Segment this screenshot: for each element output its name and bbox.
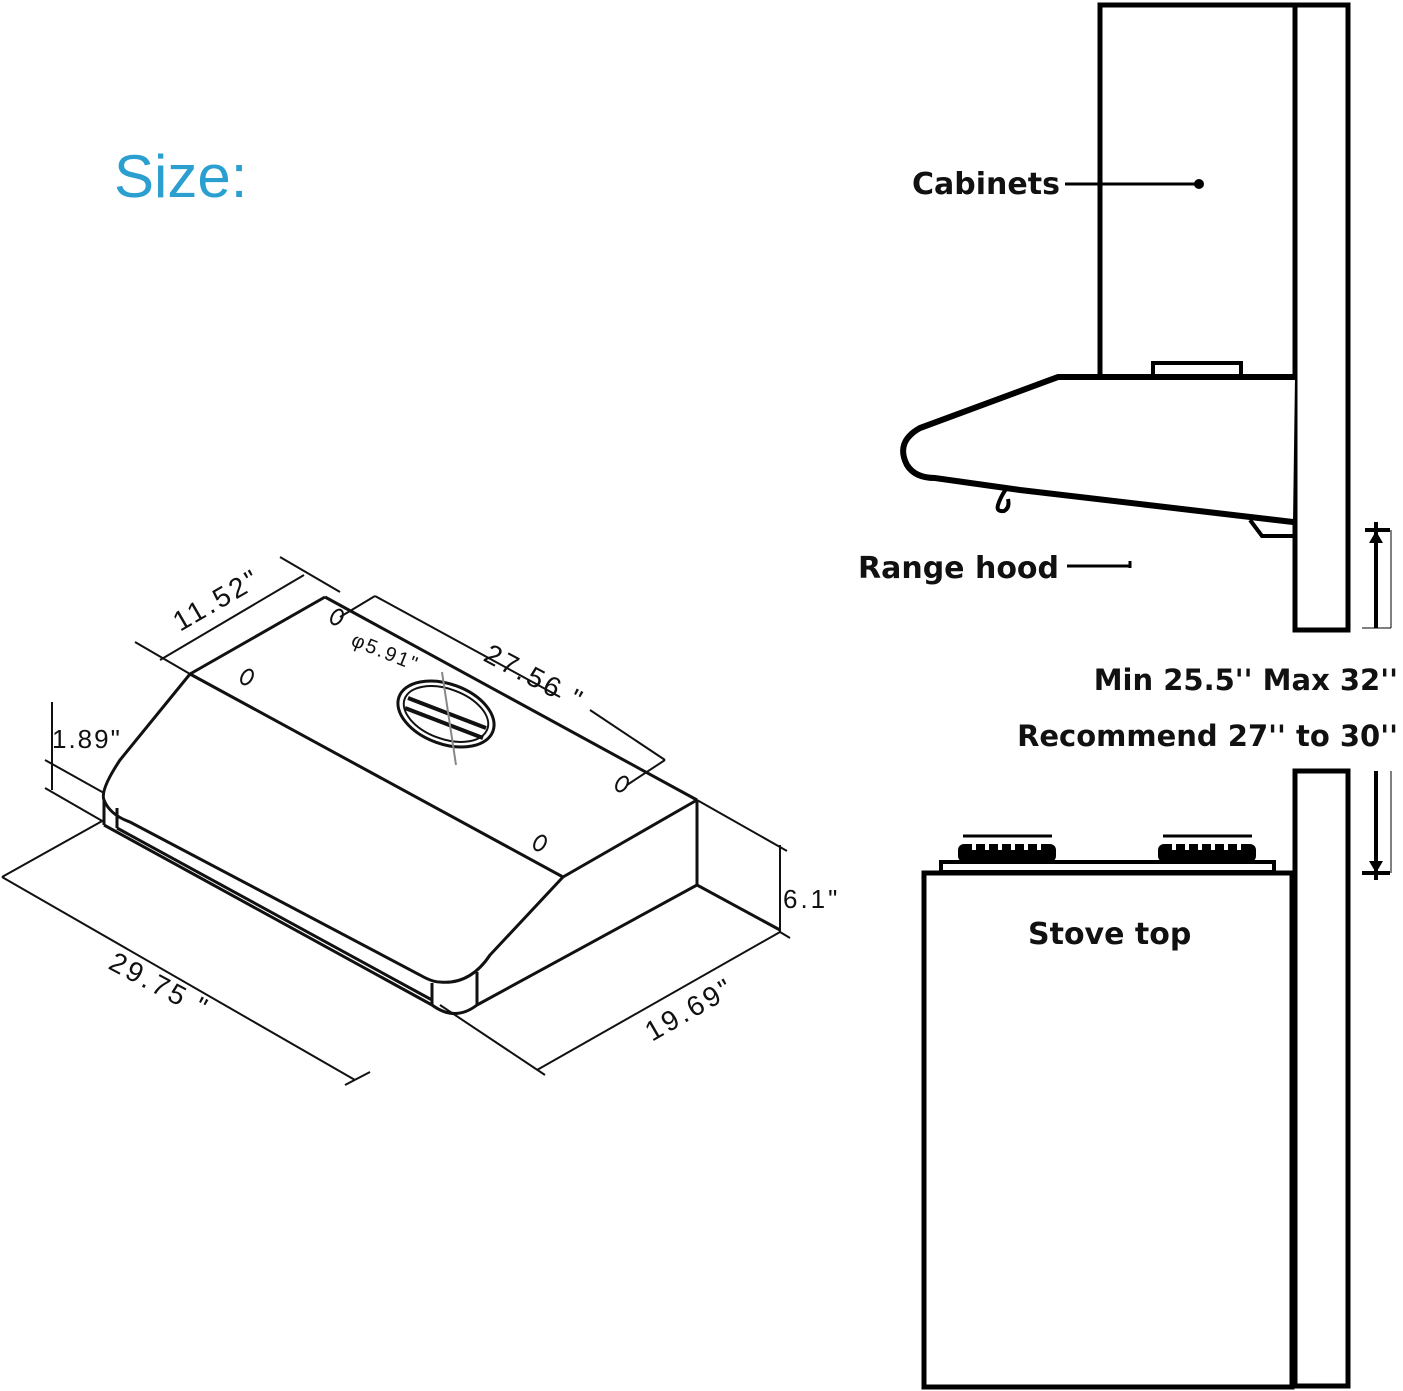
vent-collar [396,671,496,766]
dimension-lines [1,556,791,1086]
dim-overall-height: 6.1" [783,884,840,914]
dim-top-width: 27.56 " [479,638,590,716]
mounting-holes [240,608,629,852]
recommended-height-label: Recommend 27'' to 30'' [1017,719,1398,753]
dim-vent-diameter: φ5.91" [348,629,422,676]
wall-upper [1292,2,1351,633]
burner-right [1158,834,1256,862]
dim-overall-width: 29.75 " [104,946,215,1024]
cabinet-outline [1097,2,1295,378]
size-title: Size: [114,143,248,210]
cabinets-label: Cabinets [912,167,1060,202]
height-range-label: Min 25.5'' Max 32'' [1094,663,1398,697]
height-dimension-arrows [1362,522,1392,880]
stove-top-label: Stove top [1028,917,1191,952]
range-hood-label: Range hood [858,551,1059,586]
dim-front-lip-height: 1.89" [52,724,122,754]
isometric-hood-drawing: 11.52" φ5.91" 27.56 " 1.89" 6.1" 29.75 "… [1,556,840,1086]
wall-lower [1292,768,1351,1389]
stove-cooktop [939,860,1276,874]
hood-side-profile [900,374,1295,525]
installation-side-view: Cabinets Range hood Min 25.5'' Max 32'' … [858,2,1398,1390]
burner-left [958,834,1056,862]
